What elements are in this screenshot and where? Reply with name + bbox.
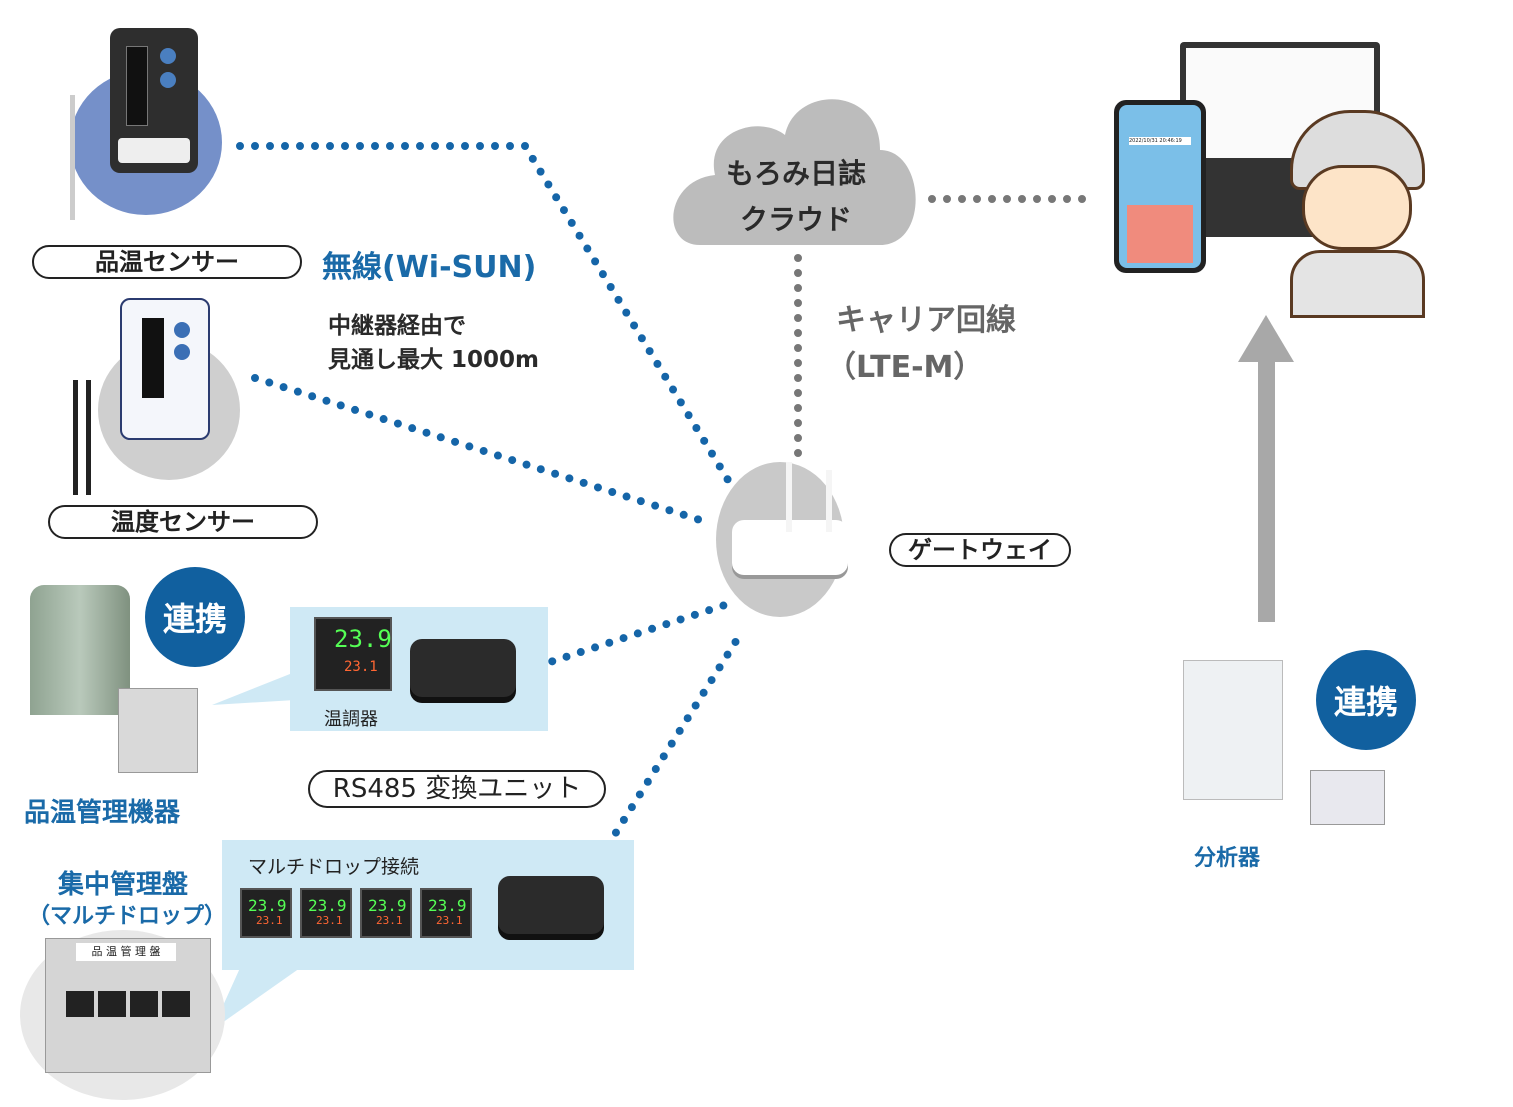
tank-image bbox=[30, 585, 130, 715]
conversion-unit-image bbox=[498, 876, 604, 934]
wireless-title: 無線(Wi-SUN) bbox=[322, 250, 537, 285]
pv-display: 23.9 bbox=[428, 896, 467, 915]
wireless-unit-image bbox=[410, 639, 516, 697]
temp-sensor-image bbox=[120, 298, 210, 440]
temp-controller-panel: 23.9 23.1 温調器 bbox=[290, 607, 548, 731]
carrier-sub: （LTE-M） bbox=[826, 350, 984, 385]
temp-controller-label: 温調器 bbox=[324, 709, 378, 730]
temp-sensor-label: 温度センサー bbox=[48, 505, 318, 539]
analyzer-label: 分析器 bbox=[1194, 846, 1261, 871]
temp-controller-image: 23.9 23.1 bbox=[314, 617, 392, 691]
wireless-line2: 見通し最大 1000m bbox=[328, 347, 539, 373]
product-temp-sensor-label: 品温センサー bbox=[32, 245, 302, 279]
central-panel-sub: （マルチドロップ） bbox=[28, 904, 227, 929]
product-temp-device-label: 品温管理機器 bbox=[24, 798, 181, 828]
sv-display: 23.1 bbox=[436, 914, 463, 927]
pv-display: 23.9 bbox=[368, 896, 407, 915]
smartphone-image: 2022/10/31 20:46:19 bbox=[1114, 100, 1206, 273]
rs485-label: RS485 変換ユニット bbox=[308, 770, 606, 808]
multidrop-label: マルチドロップ接続 bbox=[248, 856, 420, 878]
antenna bbox=[786, 462, 792, 532]
user-illustration bbox=[1290, 110, 1425, 318]
line-multidrop bbox=[596, 626, 747, 862]
line-product-sensor bbox=[236, 142, 732, 484]
analyzer-image bbox=[1183, 660, 1283, 800]
central-panel-image: 品 温 管 理 盤 bbox=[45, 938, 211, 1073]
product-temp-sensor-image bbox=[110, 28, 198, 173]
sv-display: 23.1 bbox=[256, 914, 283, 927]
gateway-label: ゲートウェイ bbox=[889, 533, 1071, 567]
callout-tail bbox=[212, 672, 295, 705]
central-panel-label: 集中管理盤 bbox=[58, 870, 189, 900]
sv-display: 23.1 bbox=[344, 659, 378, 675]
phone-datetime: 2022/10/31 20:46:19 bbox=[1129, 137, 1191, 145]
carrier-label: キャリア回線 bbox=[836, 303, 1016, 338]
probe bbox=[70, 95, 75, 220]
cloud-title-line2: クラウド bbox=[740, 203, 853, 236]
pv-display: 23.9 bbox=[248, 896, 287, 915]
callout-tail bbox=[212, 968, 300, 1030]
antenna bbox=[826, 470, 832, 532]
line-temp-sensor bbox=[251, 374, 704, 524]
probe bbox=[73, 380, 78, 495]
sv-display: 23.1 bbox=[376, 914, 403, 927]
integration-badge: 連携 bbox=[145, 567, 245, 667]
arrow-up-icon bbox=[1238, 315, 1294, 622]
cloud-shape bbox=[673, 99, 916, 245]
sv-display: 23.1 bbox=[316, 914, 343, 927]
analyzer-balance-image bbox=[1310, 770, 1385, 825]
cloud-title-line1: もろみ日誌 bbox=[726, 157, 867, 190]
probe bbox=[86, 380, 91, 495]
pv-display: 23.9 bbox=[308, 896, 347, 915]
wireless-line1: 中継器経由で bbox=[328, 313, 466, 339]
controller-unit-image bbox=[118, 688, 198, 773]
panel-plate: 品 温 管 理 盤 bbox=[76, 943, 176, 961]
integration-badge: 連携 bbox=[1316, 650, 1416, 750]
line-temp-controller bbox=[534, 601, 729, 670]
pv-display: 23.9 bbox=[334, 625, 392, 653]
